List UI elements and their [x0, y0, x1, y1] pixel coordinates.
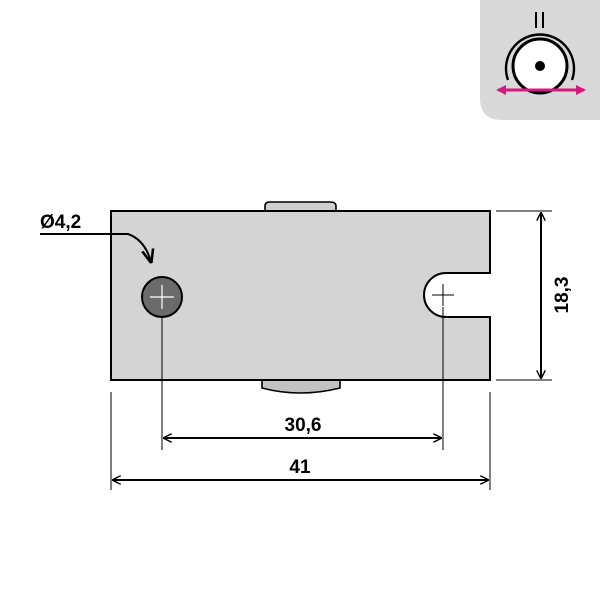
- overall-width-label: 41: [289, 457, 311, 478]
- extension-lines: [110, 210, 552, 490]
- top-tab: [264, 201, 337, 213]
- slot-center-mark: [432, 284, 454, 306]
- bottom-wheel: [261, 379, 341, 394]
- hole-spacing-label: 30,6: [285, 415, 322, 436]
- hole-diameter-leader: [40, 233, 151, 262]
- hole-diameter-label: Ø4,2: [40, 212, 81, 233]
- wheel-movement-icon: [496, 12, 586, 95]
- movement-badge: [480, 0, 600, 120]
- roller-body: [110, 210, 491, 381]
- height-label: 18,3: [552, 277, 573, 314]
- screw-head: [141, 276, 183, 318]
